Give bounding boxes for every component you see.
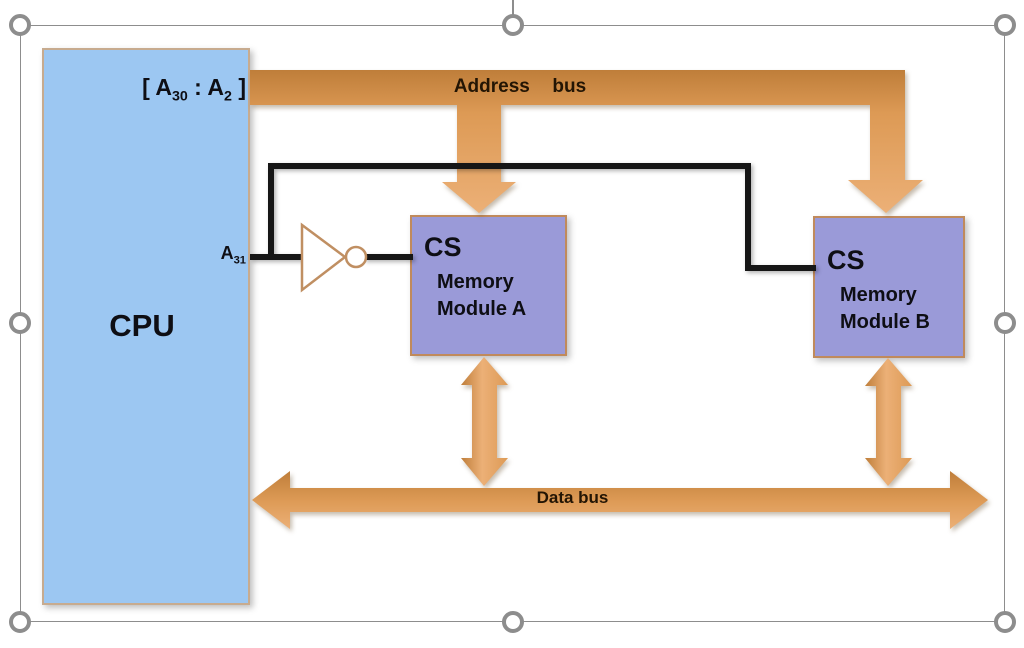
module-a-name-line1: Memory <box>437 271 514 293</box>
a31-pin-label: A31 <box>180 243 246 267</box>
selection-handle-ne[interactable] <box>994 14 1016 36</box>
selection-handle-n[interactable] <box>502 14 524 36</box>
address-range-separator: : A <box>187 74 224 100</box>
selection-handle-w[interactable] <box>9 312 31 334</box>
rotation-handle-stem <box>512 0 514 17</box>
cpu-block <box>42 48 250 605</box>
cpu-label: CPU <box>109 308 175 343</box>
selection-handle-s[interactable] <box>502 611 524 633</box>
module-a-name-line2: Module A <box>437 298 527 320</box>
selection-handle-e[interactable] <box>994 312 1016 334</box>
selection-handle-sw[interactable] <box>9 611 31 633</box>
memory-module-b-block: CS Memory Module B <box>813 216 965 358</box>
module-b-cs-label: CS <box>827 245 865 275</box>
a31-sub: 31 <box>233 254 246 267</box>
address-range-sub-high: 30 <box>171 88 188 105</box>
a31-base: A <box>220 243 234 263</box>
address-range-label: [ A30 : A2 ] <box>100 74 246 105</box>
address-range-open: [ A <box>142 74 172 100</box>
address-range-close: ] <box>231 74 246 100</box>
module-a-cs-label: CS <box>424 232 462 262</box>
selection-handle-se[interactable] <box>994 611 1016 633</box>
address-range-sub-low: 2 <box>224 88 232 105</box>
module-b-name-line2: Module B <box>840 311 930 333</box>
module-b-name-line1: Memory <box>840 284 917 306</box>
data-bus-label: Data bus <box>536 488 609 507</box>
selection-handle-nw[interactable] <box>9 14 31 36</box>
memory-module-a-block: CS Memory Module A <box>410 215 567 356</box>
address-bus-label: Address bus <box>453 76 587 97</box>
